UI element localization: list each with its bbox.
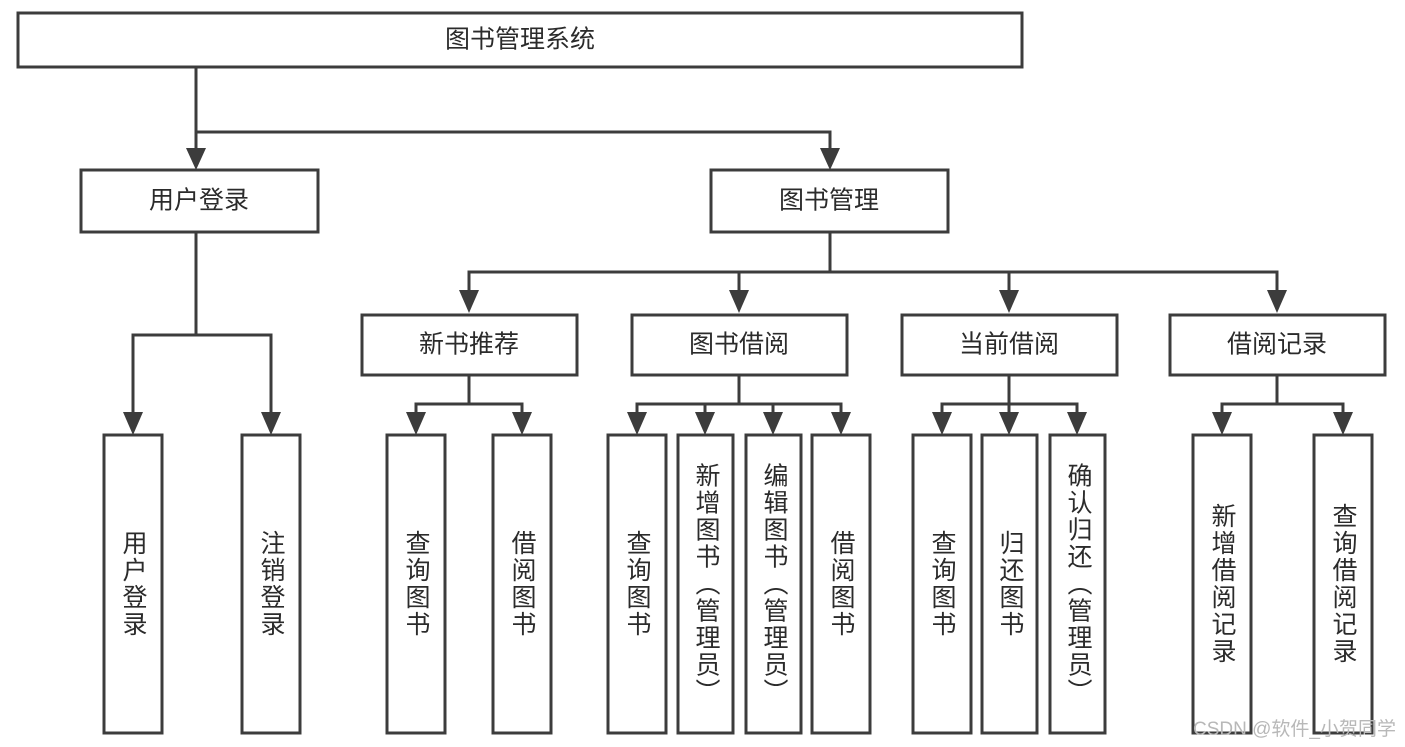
arrow-to-borrow-record [1267,290,1287,313]
node-leaf-edit-book-box[interactable] [744,433,803,735]
arrow-to-new-book-recommend [459,290,479,313]
node-new-book-recommend-label: 新书推荐 [419,331,519,359]
arrow-to-leaf-query-book-3 [932,412,952,435]
node-leaf-user-login-label: 用户登录 [119,530,148,638]
node-leaf-add-record-box[interactable] [1191,433,1253,735]
node-leaf-borrow-book-1[interactable]: 借阅图书 [491,433,553,735]
node-borrow-record-box[interactable] [1168,313,1387,377]
arrow-to-leaf-query-book-1 [406,412,426,435]
node-current-borrow-label: 当前借阅 [959,331,1059,359]
node-leaf-query-book-2-label: 查询图书 [623,530,652,638]
node-current-borrow[interactable]: 当前借阅 [900,313,1119,377]
node-leaf-query-book-2-box[interactable] [606,433,668,735]
node-root-system[interactable]: 图书管理系统 [16,11,1024,69]
node-leaf-user-logout-label: 注销登录 [257,530,286,638]
node-leaf-borrow-book-2[interactable]: 借阅图书 [810,433,872,735]
arrow-to-current-borrow [999,290,1019,313]
node-leaf-user-login[interactable]: 用户登录 [102,433,164,735]
node-leaf-query-book-3-label: 查询图书 [928,530,957,638]
node-leaf-confirm-return[interactable]: 确认归还（管理员） [1048,433,1107,735]
node-user-login-box[interactable] [79,168,320,234]
arrow-to-leaf-borrow-book-1 [512,412,532,435]
node-leaf-borrow-book-1-label: 借阅图书 [508,530,537,638]
node-leaf-add-record[interactable]: 新增借阅记录 [1191,433,1253,735]
node-book-borrow-box[interactable] [630,313,849,377]
csdn-watermark: CSDN @软件_小贺同学 [1193,718,1396,740]
node-leaf-query-book-1-label: 查询图书 [402,530,431,638]
node-book-management-label: 图书管理 [779,187,879,215]
node-leaf-confirm-return-label: 确认归还（管理员） [1064,463,1093,706]
node-book-borrow[interactable]: 图书借阅 [630,313,849,377]
arrow-to-leaf-query-record [1333,412,1353,435]
arrow-to-leaf-borrow-book-2 [831,412,851,435]
arrow-to-leaf-edit-book [763,412,783,435]
node-book-borrow-label: 图书借阅 [689,331,789,359]
arrow-to-leaf-confirm-return [1067,412,1087,435]
node-leaf-return-book-box[interactable] [980,433,1039,735]
node-leaf-edit-book-label: 编辑图书（管理员） [760,463,789,706]
arrow-to-leaf-return-book [999,412,1019,435]
node-leaf-add-book[interactable]: 新增图书（管理员） [676,433,735,735]
node-leaf-query-record-box[interactable] [1312,433,1374,735]
node-leaf-query-book-3-box[interactable] [911,433,973,735]
node-book-management-box[interactable] [709,168,950,234]
node-leaf-query-book-3[interactable]: 查询图书 [911,433,973,735]
node-leaf-add-record-label: 新增借阅记录 [1208,503,1237,665]
connector-layer [123,65,1353,435]
node-current-borrow-box[interactable] [900,313,1119,377]
node-leaf-add-book-label: 新增图书（管理员） [692,463,721,706]
arrow-to-leaf-user-login [123,412,143,435]
node-root-system-box[interactable] [16,11,1024,69]
node-leaf-user-logout-box[interactable] [240,433,302,735]
node-root-system-label: 图书管理系统 [445,26,595,54]
node-book-management[interactable]: 图书管理 [709,168,950,234]
arrow-root-to-book-mgmt [820,148,840,170]
arrow-to-book-borrow [729,290,749,313]
arrow-to-leaf-user-logout [261,412,281,435]
node-leaf-query-record[interactable]: 查询借阅记录 [1312,433,1374,735]
arrow-to-leaf-add-record [1212,412,1232,435]
node-leaf-return-book-label: 归还图书 [996,530,1025,638]
node-new-book-recommend[interactable]: 新书推荐 [360,313,579,377]
node-leaf-confirm-return-box[interactable] [1048,433,1107,735]
node-leaf-borrow-book-2-box[interactable] [810,433,872,735]
node-leaf-borrow-book-2-label: 借阅图书 [827,530,856,638]
node-borrow-record[interactable]: 借阅记录 [1168,313,1387,377]
arrow-to-leaf-add-book [695,412,715,435]
node-borrow-record-label: 借阅记录 [1227,331,1327,359]
node-leaf-add-book-box[interactable] [676,433,735,735]
arrow-to-leaf-query-book-2 [627,412,647,435]
node-leaf-query-book-1-box[interactable] [385,433,447,735]
node-leaf-borrow-book-1-box[interactable] [491,433,553,735]
node-leaf-return-book[interactable]: 归还图书 [980,433,1039,735]
node-leaf-edit-book[interactable]: 编辑图书（管理员） [744,433,803,735]
node-user-login[interactable]: 用户登录 [79,168,320,234]
node-leaf-query-book-1[interactable]: 查询图书 [385,433,447,735]
arrow-root-to-user-login [186,148,206,170]
node-new-book-recommend-box[interactable] [360,313,579,377]
node-leaf-user-logout[interactable]: 注销登录 [240,433,302,735]
node-leaf-query-record-label: 查询借阅记录 [1329,503,1358,665]
node-leaf-user-login-box[interactable] [102,433,164,735]
node-user-login-label: 用户登录 [149,187,249,215]
node-leaf-query-book-2[interactable]: 查询图书 [606,433,668,735]
